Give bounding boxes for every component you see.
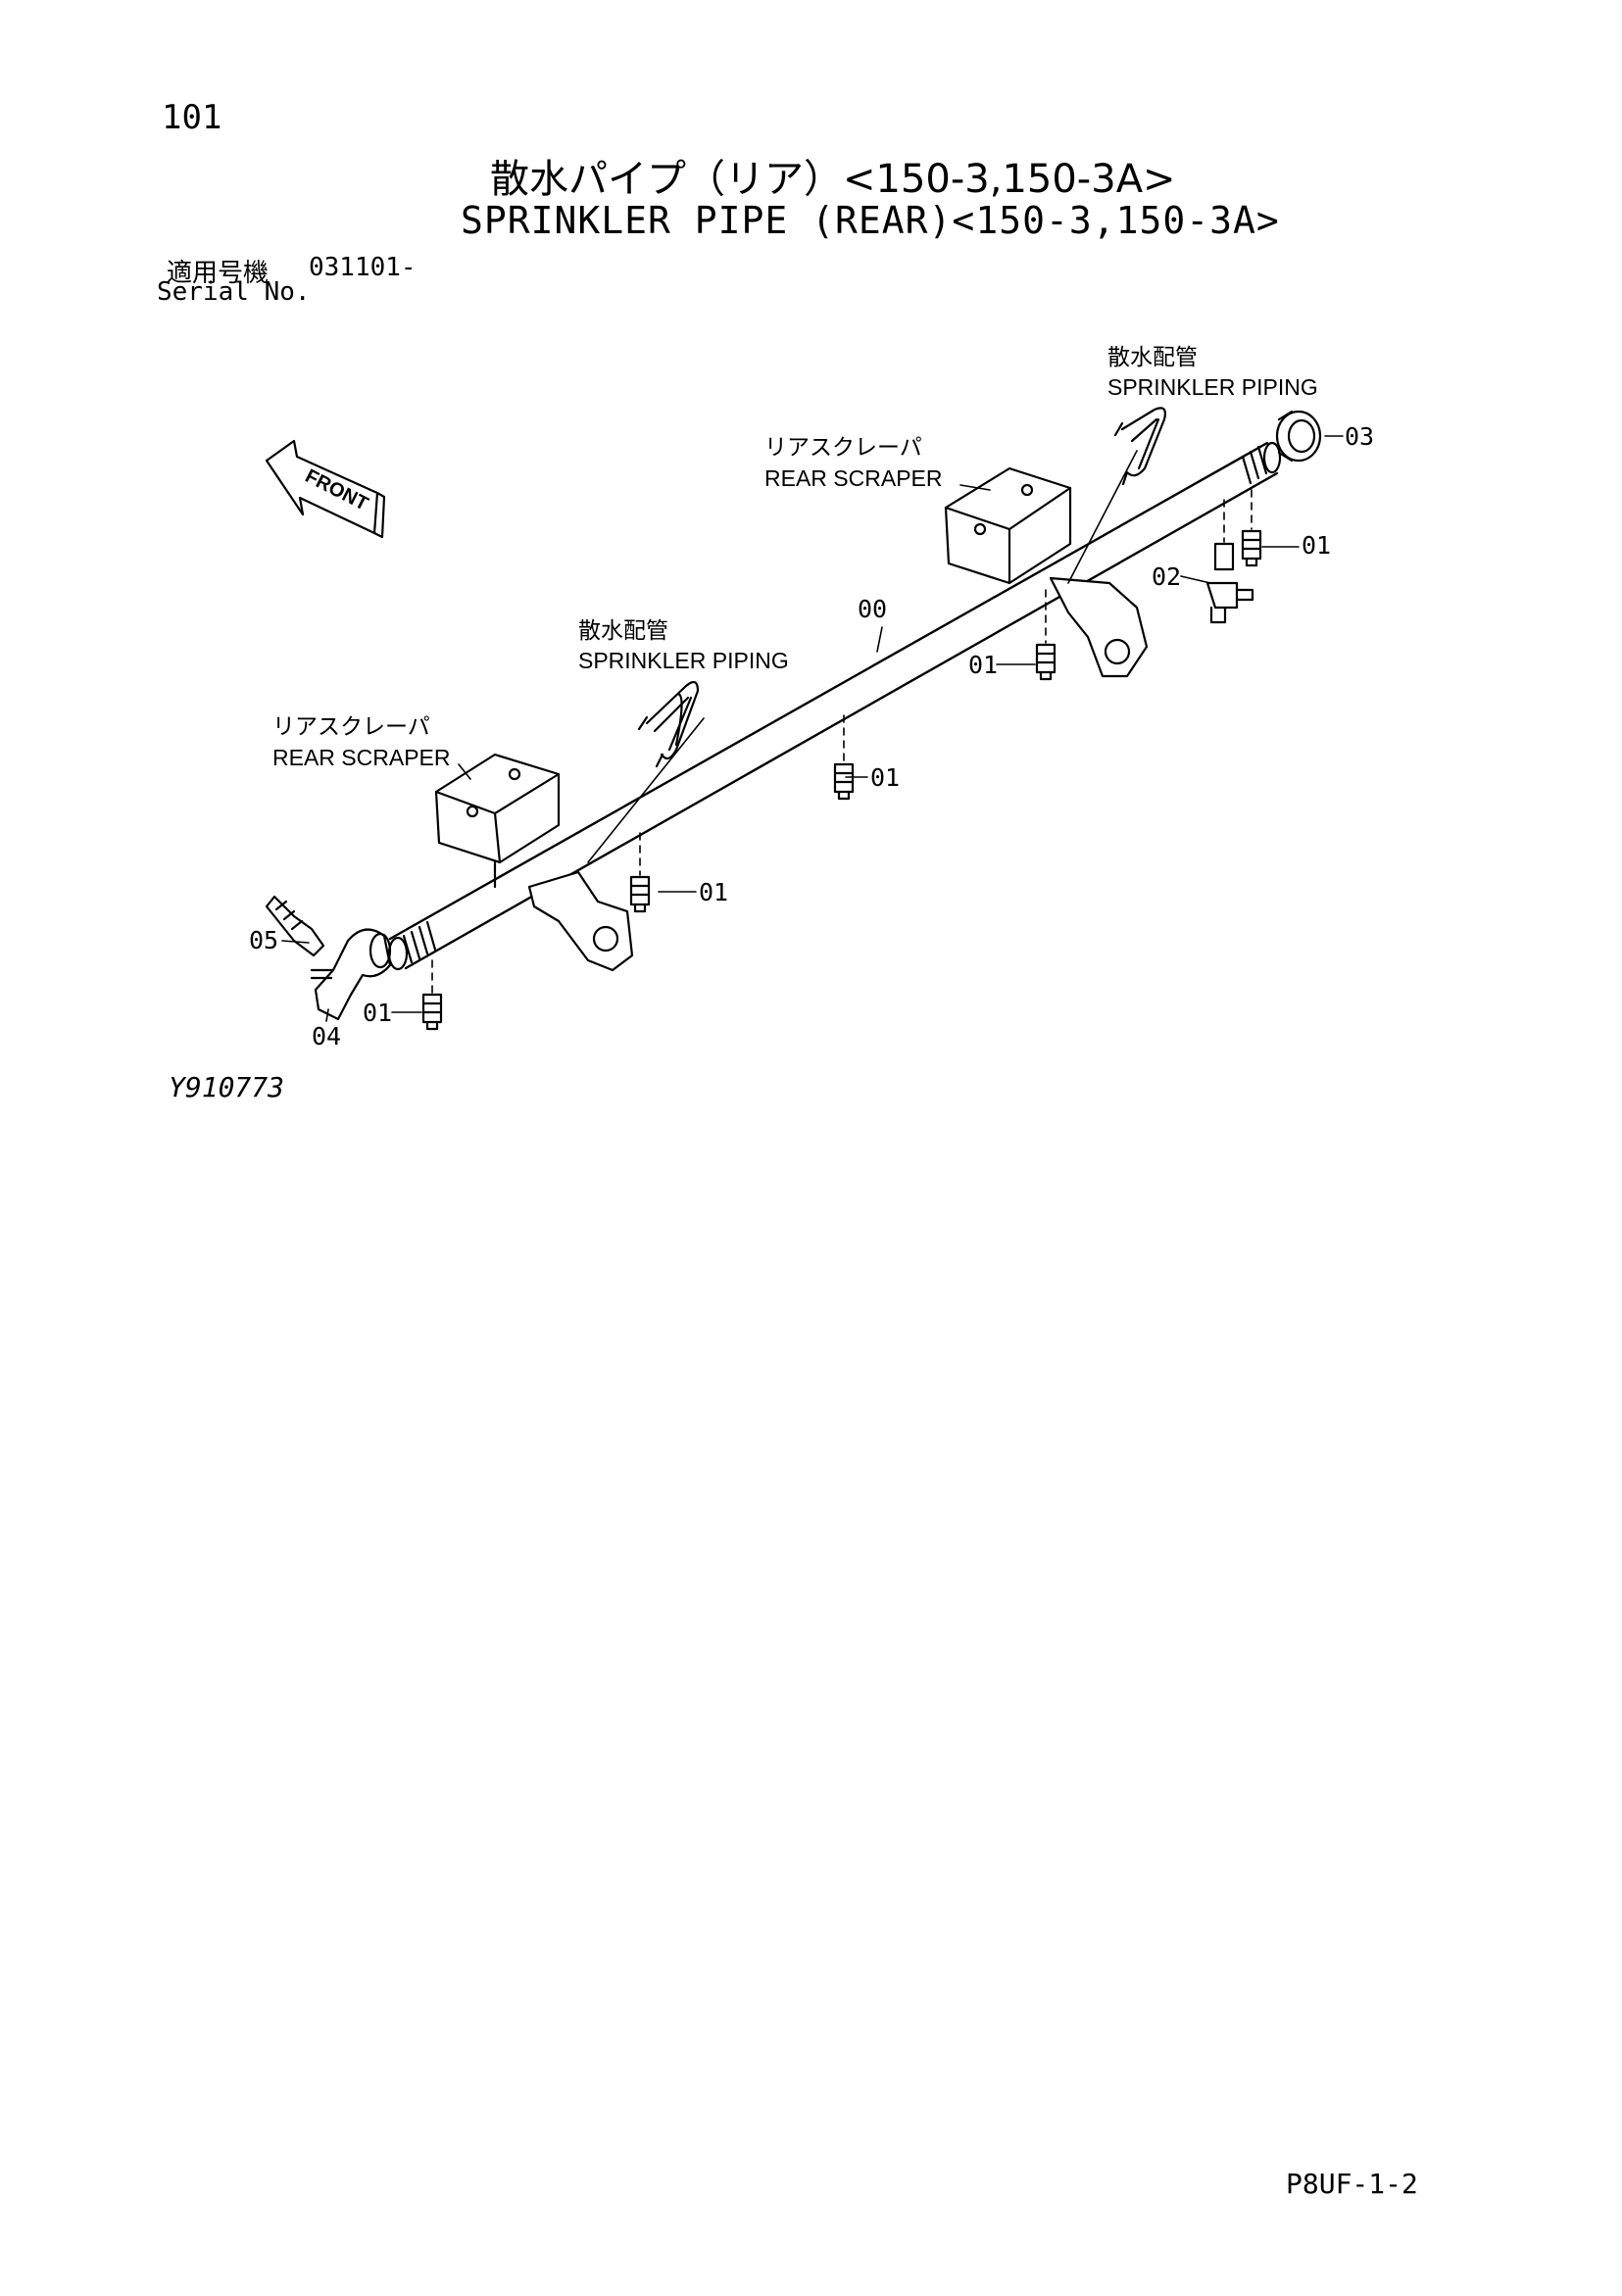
rear-scraper-left xyxy=(434,753,634,972)
page-number: 101 xyxy=(162,98,222,137)
part-number-01: 01 xyxy=(699,878,728,906)
hose-nipple-05 xyxy=(265,895,325,957)
page-title-english: SPRINKLER PIPE (REAR)<150-3,150-3A> xyxy=(461,199,1280,242)
serial-label-japanese: 適用号機 xyxy=(167,259,270,288)
part-number-01: 01 xyxy=(870,763,900,792)
callout-sprinkler-piping-right-jp: 散水配管 xyxy=(1107,344,1198,369)
part-number-05: 05 xyxy=(249,926,278,954)
parts-diagram: FRONT 散水配管 SPRINKLER PIPING リアスクレーパ REAR… xyxy=(249,344,1374,1050)
fitting-01 xyxy=(1241,529,1262,567)
callout-sprinkler-piping-right-en: SPRINKLER PIPING xyxy=(1107,374,1318,400)
callout-rear-scraper-right-jp: リアスクレーパ xyxy=(764,434,922,460)
rear-scraper-right xyxy=(944,466,1149,678)
fitting-01 xyxy=(421,993,443,1031)
page-code: P8UF-1-2 xyxy=(1286,2168,1418,2200)
callout-rear-scraper-left-jp: リアスクレーパ xyxy=(272,713,430,739)
part-number-01: 01 xyxy=(1302,531,1331,560)
front-arrow-icon xyxy=(265,439,386,539)
part-number-02: 02 xyxy=(1152,562,1181,591)
sprinkler-pipe-main xyxy=(387,441,1282,971)
figure-code: Y910773 xyxy=(169,1071,285,1103)
callout-rear-scraper-left-en: REAR SCRAPER xyxy=(272,745,450,770)
u-bolt-right xyxy=(1113,407,1166,486)
callout-rear-scraper-right-en: REAR SCRAPER xyxy=(764,465,942,491)
callout-sprinkler-piping-left-jp: 散水配管 xyxy=(578,617,668,643)
part-number-03: 03 xyxy=(1345,422,1374,451)
part-number-04: 04 xyxy=(312,1022,341,1050)
pipe-cap-03 xyxy=(1275,410,1322,463)
fitting-01 xyxy=(1035,643,1057,681)
fitting-01 xyxy=(833,762,855,801)
part-number-01: 01 xyxy=(363,999,392,1027)
fitting-01 xyxy=(629,875,651,913)
u-bolt-left xyxy=(637,680,700,768)
part-number-01: 01 xyxy=(968,651,998,679)
callout-sprinkler-piping-left-en: SPRINKLER PIPING xyxy=(578,648,789,673)
serial-number-value: 031101- xyxy=(309,253,417,282)
serial-label-english: Serial No. xyxy=(157,277,311,307)
elbow-04 xyxy=(310,928,392,1021)
valve-02 xyxy=(1205,542,1254,624)
page-title-japanese: 散水パイプ（リア）<150-3,150-3A> xyxy=(490,157,1176,202)
part-number-00: 00 xyxy=(858,595,887,623)
